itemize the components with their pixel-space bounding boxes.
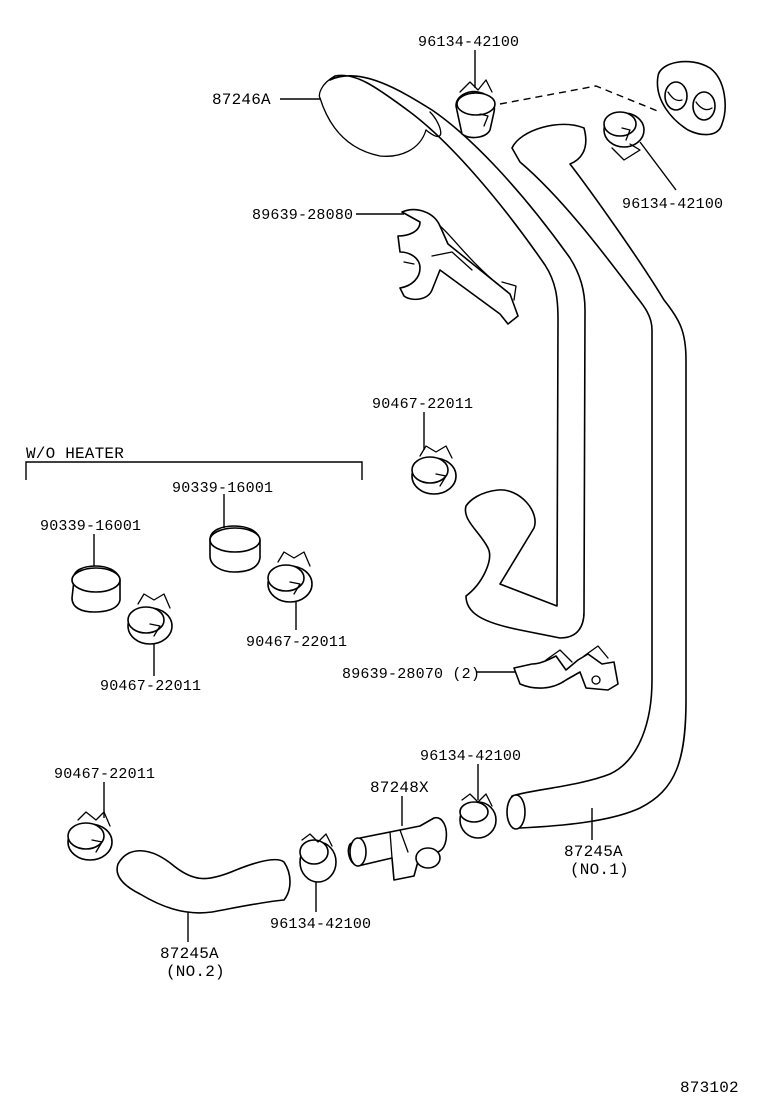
bracket-lower [513,645,619,691]
label-plug-left: 90339-16001 [40,518,141,535]
label-plug-right: 90339-16001 [172,480,273,497]
clamp-mid [411,445,457,495]
alignment-dashes [499,85,661,113]
wo-heater-bracket [25,461,363,480]
label-clamp-wo-right: 90467-22011 [246,634,347,651]
plug-left [71,565,121,613]
label-hose-no2-part: 87245A [160,945,219,963]
label-hose-no1-sub: (NO.1) [570,861,629,879]
clamp-wo-right [267,551,313,603]
clip-lower-mid [299,833,337,883]
hose-87246a [318,74,586,639]
label-clip-top-center: 96134-42100 [418,34,519,51]
grommet-plate [656,60,726,136]
bracket-upper [397,208,519,325]
label-clamp-mid: 90467-22011 [372,396,473,413]
label-hose-no1-part: 87245A [564,843,623,861]
drawing-number: 873102 [680,1079,739,1097]
label-clip-top-right: 96134-42100 [622,196,723,213]
label-bracket-lower: 89639-28070 (2) [342,666,480,683]
label-tee-joint: 87248X [370,779,429,797]
plug-right [209,525,261,573]
hose-87245a-no1 [506,123,687,830]
label-clamp-wo-left: 90467-22011 [100,678,201,695]
leader-lines [93,50,677,942]
label-clamp-left-lower: 90467-22011 [54,766,155,783]
clip-top-center [455,79,496,139]
label-clip-lower-mid: 96134-42100 [270,916,371,933]
label-hose-no2-sub: (NO.2) [166,963,225,981]
tee-joint [347,816,448,881]
hose-87245a-no2 [116,850,291,914]
label-clip-lower-right: 96134-42100 [420,748,521,765]
label-bracket-upper: 89639-28080 [252,207,353,224]
label-hose-87246a: 87246A [212,91,271,109]
clip-lower-right [459,793,497,839]
label-wo-heater: W/O HEATER [26,445,124,463]
clamp-wo-left [127,593,173,645]
clamp-left-lower [67,811,113,861]
clip-top-right [603,111,645,161]
